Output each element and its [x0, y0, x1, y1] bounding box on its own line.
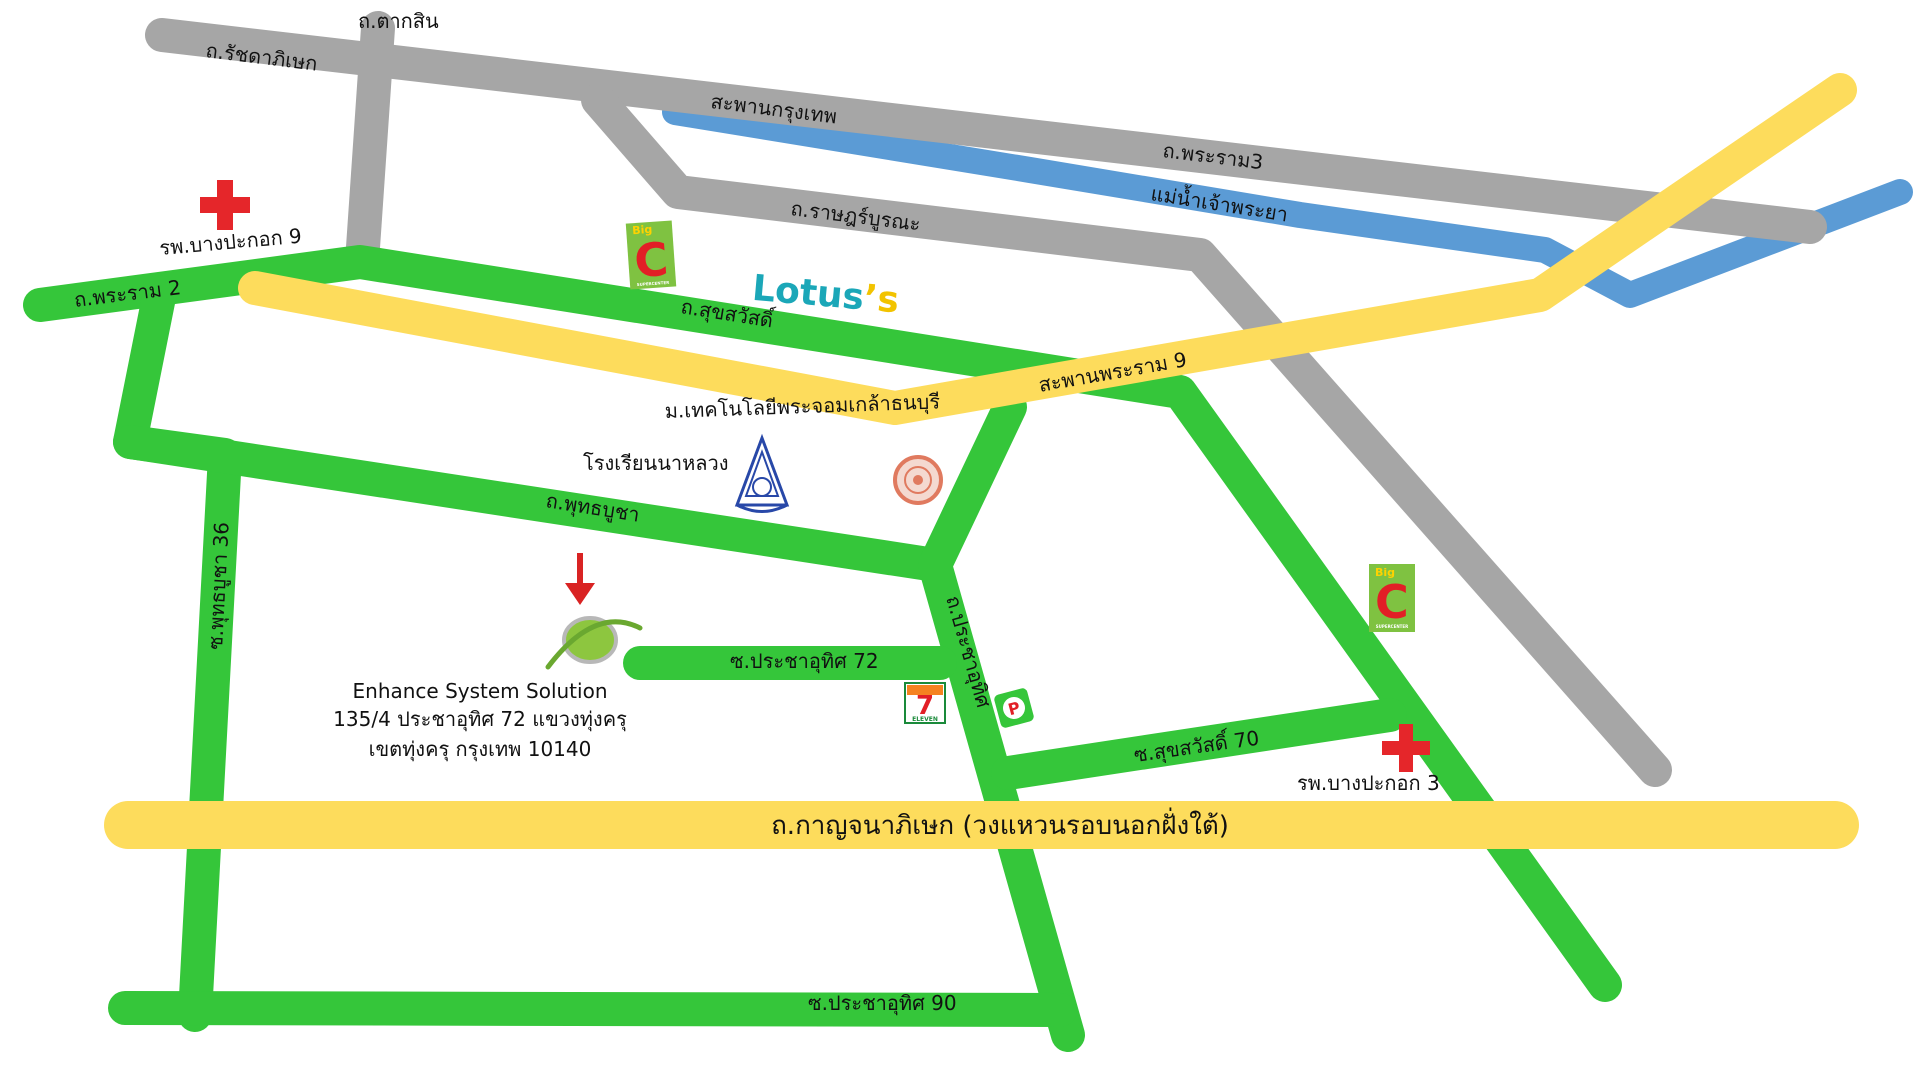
- river-chao-phraya: [662, 99, 1913, 308]
- big-c-logo-icon: Big C SUPERCENTER: [1369, 564, 1415, 632]
- road-rama9-bridge: [238, 73, 1857, 425]
- lotuss-logo-icon: Lotus’s: [751, 268, 901, 322]
- svg-text:7: 7: [916, 691, 934, 721]
- road-ratchadaphisek-rama3: [145, 18, 1827, 244]
- label-taksin: ถ.ตากสิน: [358, 9, 439, 33]
- svg-text:Big: Big: [1375, 566, 1395, 579]
- label-pracha-uthit90: ซ.ประชาอุทิศ 90: [808, 991, 957, 1016]
- svg-text:P: P: [1006, 698, 1023, 719]
- label-river: แม่น้ำเจ้าพระยา: [1149, 179, 1290, 226]
- road-rama2-suksawat: [23, 245, 1622, 1002]
- road-pracha-uthit-90: [108, 991, 1077, 1027]
- road-phutthabucha-36: [113, 275, 242, 1032]
- road-phutthabucha: [113, 425, 952, 582]
- company-address-line2: เขตทุ่งครุ กรุงเทพ 10140: [369, 737, 592, 762]
- road-suksawat-70: [991, 698, 1407, 790]
- location-arrow-icon: [565, 553, 595, 605]
- kmutt-seal-icon: [893, 455, 943, 505]
- svg-text:C: C: [1375, 575, 1409, 629]
- svg-text:SUPERCENTER: SUPERCENTER: [1376, 624, 1408, 629]
- svg-text:ELEVEN: ELEVEN: [912, 716, 938, 723]
- school-emblem-icon: [734, 433, 790, 513]
- hospital-cross-icon: [200, 180, 250, 230]
- company-logo-icon: [545, 616, 643, 670]
- seven-eleven-logo-icon: 7 ELEVEN: [904, 682, 946, 724]
- label-school-naluang: โรงเรียนนาหลวง: [583, 451, 729, 475]
- svg-text:C: C: [633, 232, 670, 288]
- label-hospital-bangpakok9: รพ.บางปะกอก 9: [158, 224, 302, 260]
- company-address-line1: 135/4 ประชาอุทิศ 72 แขวงทุ่งครุ: [333, 707, 627, 732]
- road-ratburana: [581, 83, 1672, 787]
- svg-text:Big: Big: [632, 223, 653, 237]
- hospital-cross-icon: [1382, 724, 1430, 772]
- company-name: Enhance System Solution: [353, 679, 608, 703]
- big-c-logo-icon: Big C SUPERCENTER: [625, 220, 677, 290]
- label-hospital-bangpakok3: รพ.บางปะกอก 3: [1297, 771, 1440, 795]
- svg-text:SUPERCENTER: SUPERCENTER: [637, 280, 670, 287]
- ptt-station-logo-icon: P: [992, 686, 1036, 730]
- road-taksin: [345, 11, 395, 279]
- road-pracha-uthit: [918, 390, 1085, 1052]
- label-kanchanaphisek: ถ.กาญจนาภิเษก (วงแหวนรอบนอกฝั่งใต้): [771, 807, 1229, 841]
- label-pracha-uthit72: ซ.ประชาอุทิศ 72: [730, 649, 879, 674]
- svg-text:Lotus’s: Lotus’s: [751, 268, 901, 322]
